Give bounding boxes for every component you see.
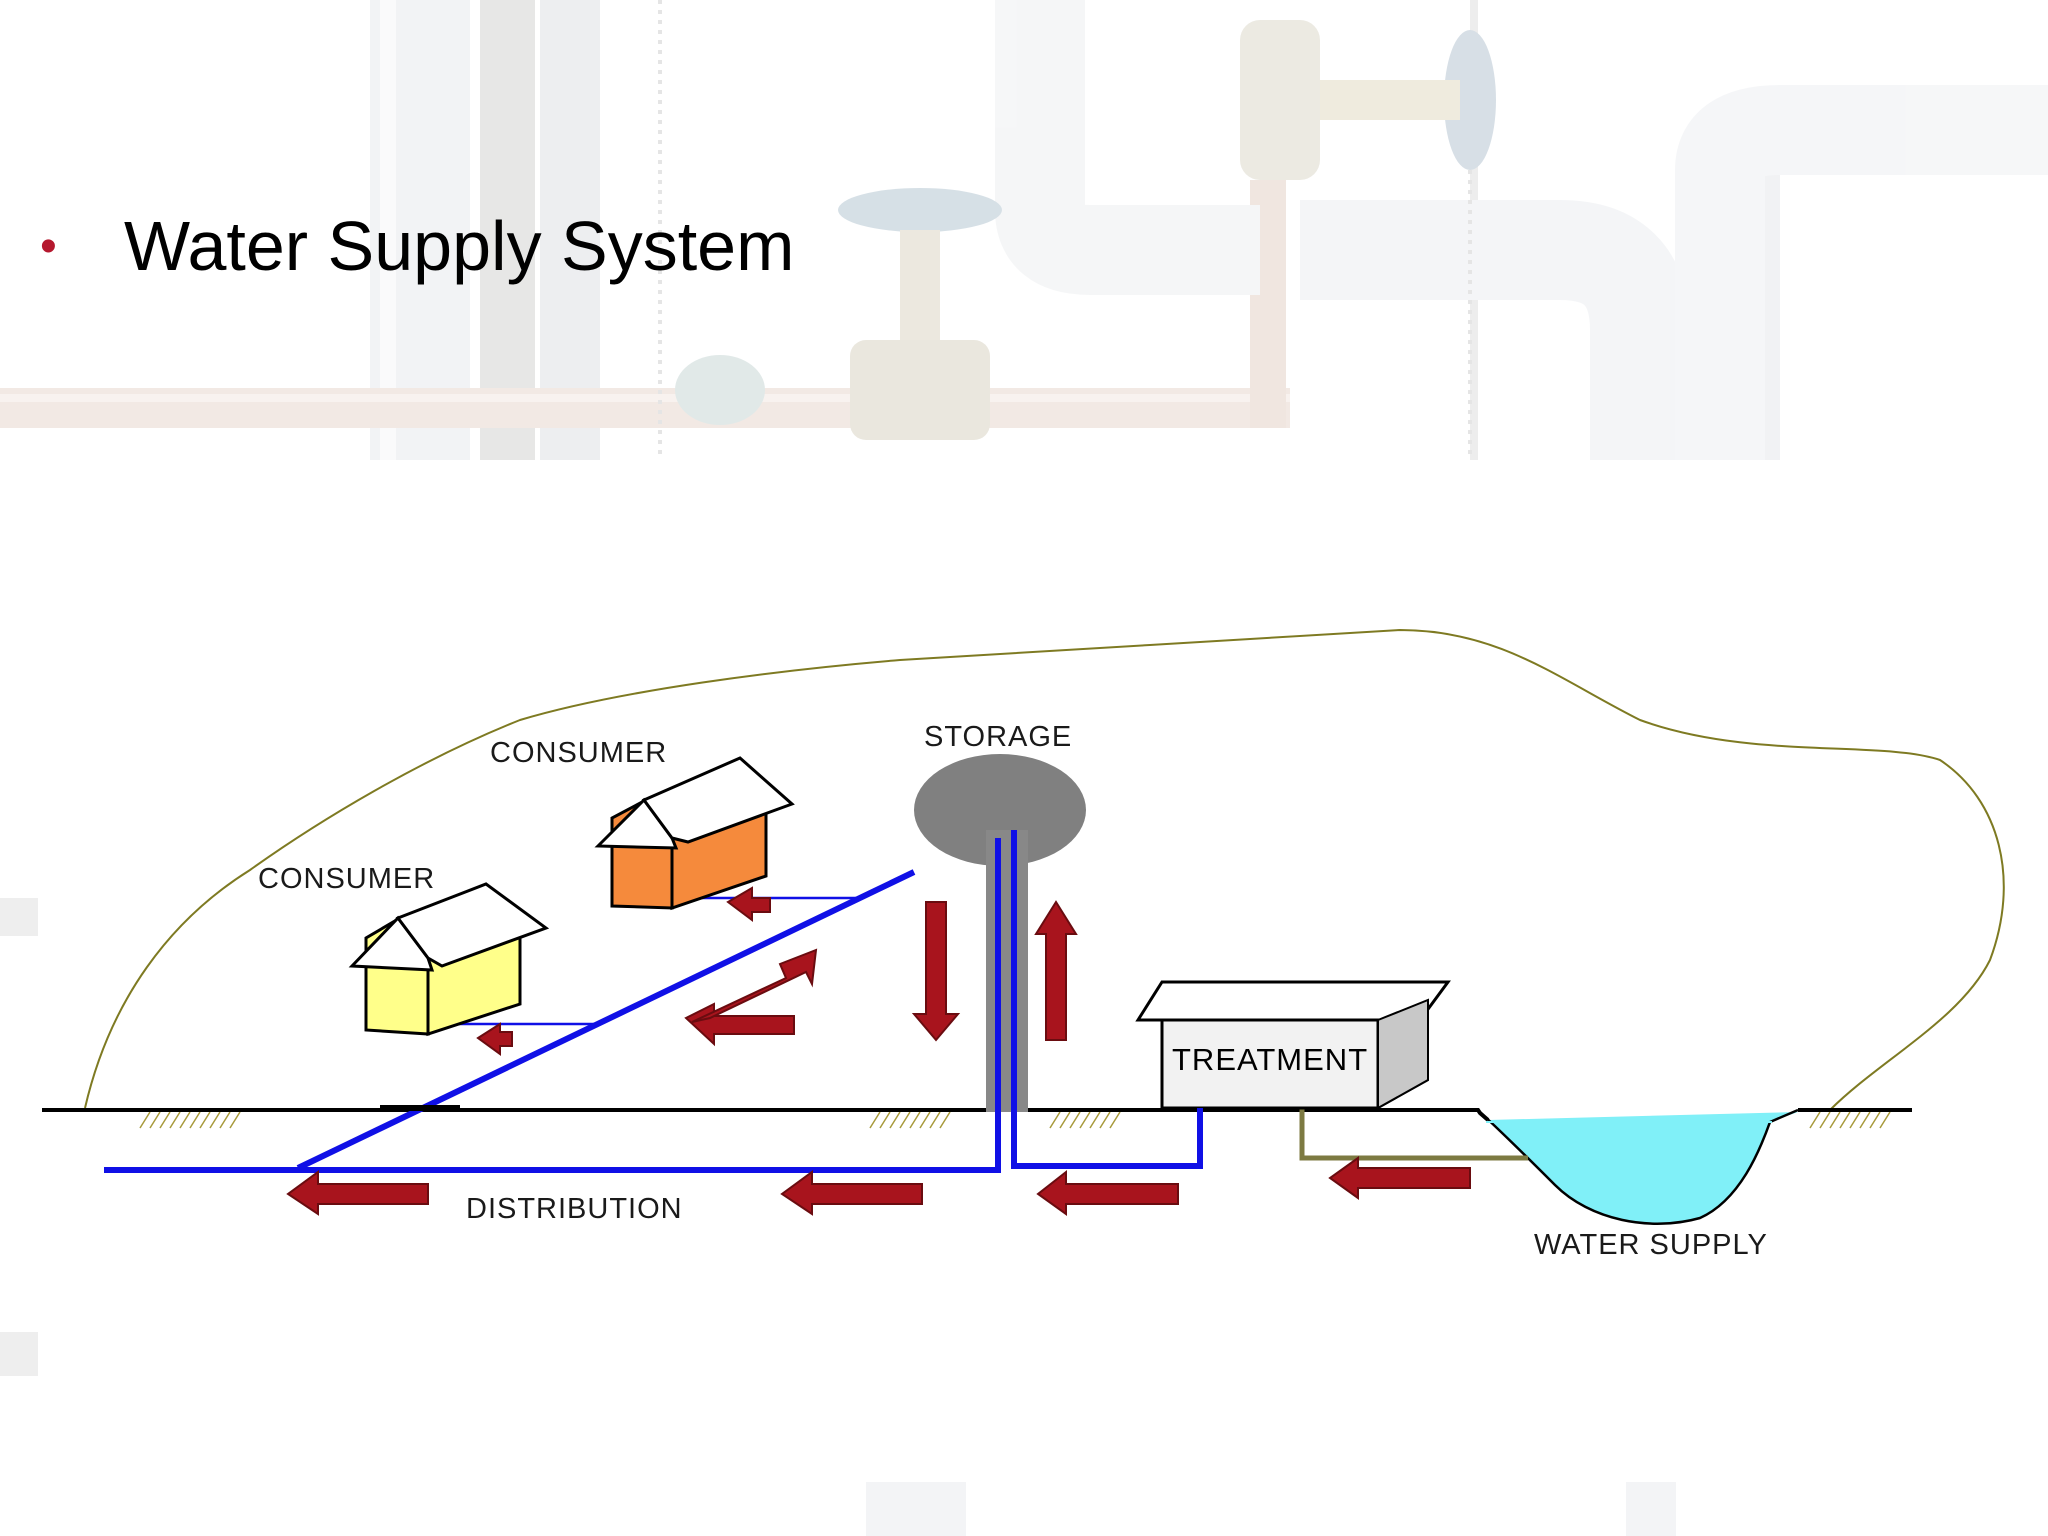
water-body (1488, 1112, 1798, 1224)
ground-line (42, 1108, 1490, 1122)
slide-title: • Water Supply System (40, 208, 794, 285)
pipe-network (104, 830, 1203, 1173)
bullet-marker: • (40, 219, 57, 273)
bottom-edge-mark (1626, 1482, 1676, 1536)
label-distribution: DISTRIBUTION (466, 1193, 683, 1225)
water-body-edge (1479, 1108, 1799, 1225)
label-storage: STORAGE (924, 721, 1072, 753)
house-upper (594, 756, 795, 911)
bottom-edge-mark (866, 1482, 966, 1536)
storage-tank (914, 754, 1086, 1112)
flow-arrow (780, 1170, 923, 1216)
flow-arrow (691, 948, 818, 1023)
flow-arrow (1034, 900, 1078, 1041)
flow-arrow (726, 886, 771, 922)
label-treatment: TREATMENT (1172, 1042, 1368, 1077)
label-water-supply: WATER SUPPLY (1534, 1229, 1768, 1261)
house-lower (348, 882, 550, 1037)
community-boundary (84, 628, 2005, 1111)
title-text: Water Supply System (124, 207, 795, 285)
flow-arrow (684, 1002, 795, 1047)
flow-arrow (476, 1022, 513, 1056)
flow-arrow (911, 901, 961, 1042)
left-edge-mark (0, 898, 38, 936)
intake-pipe (1299, 1108, 1528, 1161)
grass-tufts (139, 1111, 1891, 1129)
flow-arrow (1036, 1169, 1179, 1216)
left-edge-mark (0, 1332, 38, 1376)
label-consumer-lower: CONSUMER (258, 863, 435, 895)
flow-arrow (1328, 1156, 1471, 1200)
label-consumer-upper: CONSUMER (490, 737, 667, 769)
flow-arrows (286, 886, 1471, 1216)
background-pipes-image (0, 0, 2048, 460)
service-lines (450, 896, 860, 1026)
flow-arrow (286, 1170, 429, 1216)
treatment-plant (1135, 980, 1451, 1110)
